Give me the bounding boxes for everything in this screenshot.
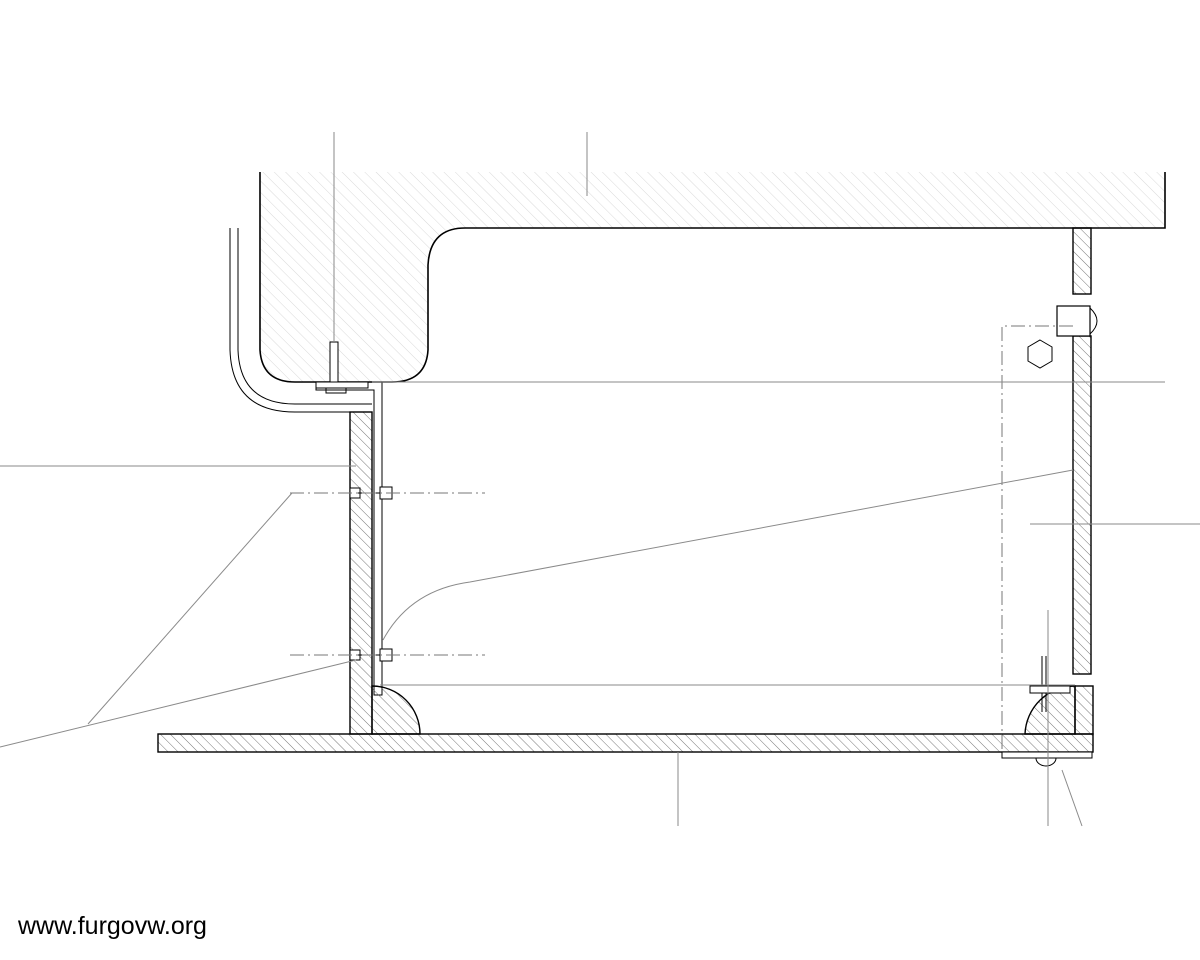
hex-nut	[1027, 339, 1053, 369]
floor-plank	[157, 733, 1094, 753]
leader-lines	[0, 132, 1200, 827]
bottom-right-fastener	[1001, 656, 1093, 767]
upper-panel	[259, 172, 1166, 383]
outer-sheet	[229, 228, 372, 413]
left-corner-fillet	[371, 685, 421, 735]
right-upper-stub	[1072, 227, 1092, 295]
left-vertical-plank	[349, 411, 373, 735]
right-vertical-plank	[1072, 335, 1092, 675]
right-corner-block	[1074, 685, 1094, 735]
watermark-text: www.furgovw.org	[18, 912, 207, 940]
right-hinge	[1056, 305, 1098, 337]
